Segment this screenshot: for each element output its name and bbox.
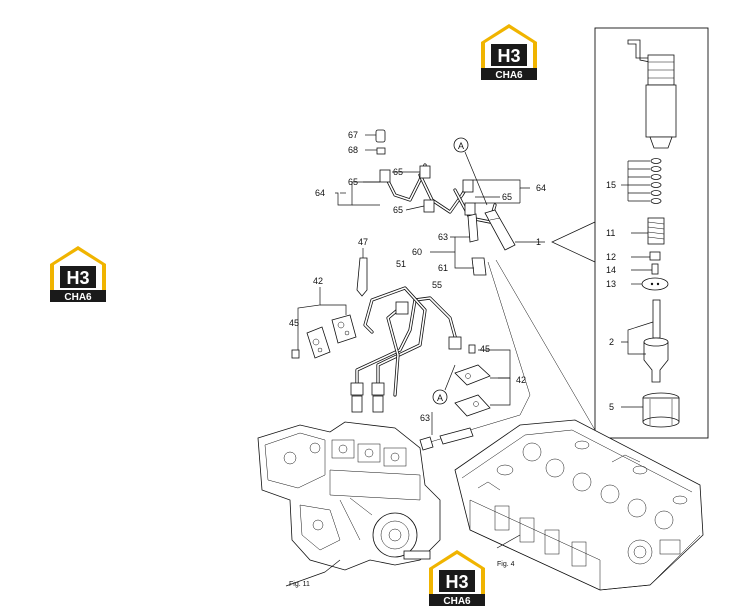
- pipe-nut: [395, 301, 409, 315]
- pipe-nut: [448, 336, 462, 350]
- cylinder-head: [454, 419, 704, 591]
- callout-42-left: 42: [313, 276, 323, 286]
- injector-1: [484, 209, 516, 251]
- figure-ref-4: Fig. 4: [497, 561, 515, 568]
- figure-ref-11: Fig. 11: [289, 581, 310, 588]
- callout-60: 60: [412, 247, 422, 257]
- logo-top-text: H3: [497, 46, 520, 66]
- reference-marker-a-top: [453, 137, 469, 153]
- reference-marker-a-mid: [432, 389, 448, 405]
- callout-65-left: 65: [348, 177, 358, 187]
- brand-logo-bottom: H3 CHA6: [429, 550, 485, 607]
- callout-1: 1: [536, 237, 541, 247]
- callout-2: 2: [609, 337, 614, 347]
- reference-marker-a-top-label: A: [458, 141, 464, 151]
- leak-off-pipe: [356, 257, 368, 297]
- callout-67: 67: [348, 130, 358, 140]
- pipe-clamp-right: [454, 344, 491, 417]
- callout-47: 47: [358, 237, 368, 247]
- callout-65-lower: 65: [393, 205, 403, 215]
- callout-45-left: 45: [289, 318, 299, 328]
- callout-13: 13: [606, 279, 616, 289]
- callout-51: 51: [396, 259, 406, 269]
- reference-marker-a-mid-label: A: [437, 393, 443, 403]
- pin: [651, 263, 659, 275]
- injector-nozzle-holder: [627, 39, 677, 149]
- spring-seat: [649, 251, 661, 261]
- brand-logo-top: H3 CHA6: [481, 24, 537, 81]
- logo-bottom-text: CHA6: [495, 70, 523, 81]
- retaining-nut: [642, 392, 680, 428]
- callout-63-upper: 63: [438, 232, 448, 242]
- callout-12: 12: [606, 252, 616, 262]
- callout-45-right: 45: [480, 344, 490, 354]
- logo-top-text: H3: [66, 268, 89, 288]
- injection-pipes: [355, 286, 458, 397]
- pipe-nut: [372, 395, 384, 413]
- callout-61: 61: [438, 263, 448, 273]
- return-line: [426, 261, 531, 444]
- pipe-nut: [351, 395, 363, 413]
- leak-off-assembly: [375, 129, 497, 224]
- callout-63-lower: 63: [420, 413, 430, 423]
- callout-42-right: 42: [516, 375, 526, 385]
- brand-logo-left: H3 CHA6: [50, 246, 106, 303]
- callout-65-right: 65: [502, 192, 512, 202]
- callout-64-right: 64: [536, 183, 546, 193]
- callout-65-upper: 65: [393, 167, 403, 177]
- shim-stack: [650, 158, 662, 204]
- logo-bottom-text: CHA6: [64, 292, 92, 303]
- pipe-nut: [350, 382, 364, 396]
- injector-2: [467, 213, 487, 276]
- callout-55: 55: [432, 280, 442, 290]
- pipe-nut: [371, 382, 385, 396]
- injection-pump: [257, 421, 441, 571]
- callout-15: 15: [606, 180, 616, 190]
- callout-5: 5: [609, 402, 614, 412]
- pipe-clamp-left: [291, 314, 357, 359]
- nozzle: [643, 299, 669, 383]
- callout-64-left: 64: [315, 188, 325, 198]
- spring: [647, 217, 665, 245]
- return-fitting: [439, 427, 474, 445]
- callout-68: 68: [348, 145, 358, 155]
- callout-11: 11: [606, 228, 615, 238]
- distance-piece: [641, 277, 669, 291]
- injector-detail-box: 15 11 12 14 13 2 5: [551, 27, 709, 439]
- callout-14: 14: [606, 265, 616, 275]
- logo-top-text: H3: [445, 572, 468, 592]
- logo-bottom-text: CHA6: [443, 596, 471, 607]
